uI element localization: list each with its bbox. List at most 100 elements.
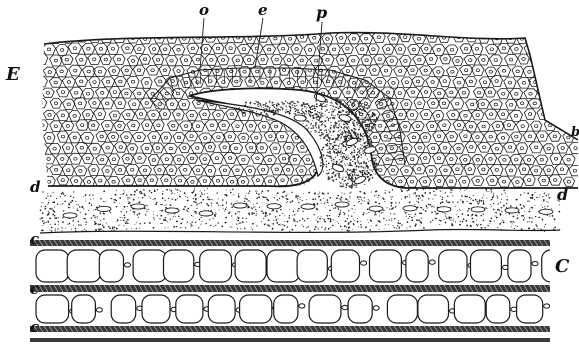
papilla-dot <box>328 133 329 134</box>
papilla-dot <box>359 128 360 129</box>
papilla-dot <box>340 106 342 108</box>
epidermal-cell <box>141 120 152 131</box>
dermis-dot <box>190 223 191 224</box>
cell-nucleus <box>429 170 432 173</box>
cartilage-lacuna <box>274 295 298 323</box>
dermis-dot <box>510 221 512 223</box>
dermis-dot <box>389 219 390 220</box>
dermis-dot <box>286 198 287 199</box>
dermis-dot <box>418 198 420 200</box>
papilla-dot <box>342 132 344 134</box>
papilla-dot <box>326 144 327 145</box>
cell-nucleus <box>418 58 421 61</box>
cell-nucleus <box>416 80 419 83</box>
epidermal-cell <box>516 99 529 108</box>
epidermal-cell <box>518 54 530 64</box>
cell-nucleus <box>528 113 531 116</box>
papilla-dot <box>310 127 311 128</box>
papilla-dot <box>347 172 348 173</box>
papilla-dot <box>275 108 277 110</box>
chondrocyte <box>96 308 102 312</box>
epidermal-cell <box>477 165 489 175</box>
epidermal-cell <box>555 164 569 175</box>
cell-nucleus <box>437 48 440 51</box>
cell-nucleus <box>65 58 68 61</box>
papilla-dot <box>367 141 369 143</box>
epidermal-cell <box>165 56 177 66</box>
papilla-dot <box>336 173 337 174</box>
papilla-dot <box>321 149 323 151</box>
cell-nucleus <box>521 102 524 105</box>
dermis-dot <box>544 192 545 193</box>
dermis-dot <box>543 201 544 202</box>
dermis-dot <box>222 199 224 201</box>
dermis-dot <box>491 199 492 200</box>
cell-nucleus <box>502 47 505 50</box>
dermis-dot <box>237 211 238 212</box>
label-b-edge: b <box>571 126 579 139</box>
dermis-dot <box>524 217 525 218</box>
cell-nucleus <box>119 146 122 149</box>
cell-nucleus <box>229 47 232 50</box>
cell-nucleus <box>378 58 381 61</box>
papilla-dot <box>363 162 365 164</box>
cell-nucleus <box>242 158 245 161</box>
cell-nucleus <box>398 70 401 73</box>
epidermal-cell <box>138 166 151 176</box>
papilla-dot <box>303 102 305 104</box>
dermis-dot <box>123 190 124 191</box>
dermis-dot <box>476 220 477 221</box>
dermis-dot <box>256 203 257 204</box>
epidermal-cell <box>69 111 81 122</box>
papilla-dot <box>323 171 324 172</box>
dermis-dot <box>58 224 59 225</box>
papilla-dot <box>361 146 362 147</box>
epidermal-cell <box>57 175 69 185</box>
papilla-dot <box>364 172 366 174</box>
dermis-dot <box>514 222 515 223</box>
epidermal-cell <box>114 165 127 174</box>
papilla-dot <box>243 109 244 110</box>
dermis-dot <box>462 221 463 222</box>
epidermal-cell <box>153 120 164 131</box>
cell-nucleus <box>98 113 101 116</box>
papilla-dot <box>373 165 375 167</box>
cell-nucleus <box>119 80 122 83</box>
dermis-nucleus <box>301 204 315 209</box>
papilla-dot <box>364 129 365 130</box>
dermis-dot <box>50 224 51 225</box>
cell-nucleus <box>261 82 264 85</box>
cell-nucleus <box>560 104 563 107</box>
cartilage-lacuna <box>208 295 235 323</box>
cell-nucleus <box>521 125 524 128</box>
dermis-dot <box>233 194 234 195</box>
papilla-dot <box>357 135 358 136</box>
papilla-dot <box>355 129 357 131</box>
dermis-dot <box>456 214 457 215</box>
papilla-dot <box>326 131 327 132</box>
epidermal-cell <box>217 55 229 65</box>
dermis-dot <box>185 227 186 228</box>
dermis-dot <box>494 221 495 222</box>
epidermal-cell <box>258 122 271 132</box>
papilla-dot <box>364 170 365 171</box>
dermis-dot <box>406 196 407 197</box>
dermis-dot <box>53 210 55 212</box>
dermis-dot <box>195 202 197 204</box>
dermis-dot <box>384 228 385 229</box>
dermis-dot <box>460 210 461 211</box>
cell-nucleus <box>67 81 70 84</box>
dermis-dot <box>306 227 307 228</box>
cell-nucleus <box>547 82 550 85</box>
cell-nucleus <box>425 47 428 50</box>
dermis-dot <box>376 191 378 193</box>
dermis-dot <box>497 198 498 199</box>
cell-nucleus <box>573 58 576 61</box>
papilla-dot <box>332 109 333 110</box>
cell-nucleus <box>482 146 485 149</box>
dermis-dot <box>529 227 530 228</box>
dermis-dot <box>393 225 394 226</box>
epidermal-cell <box>244 34 256 44</box>
papilla-dot <box>359 163 360 164</box>
papilla-dot <box>348 138 349 139</box>
